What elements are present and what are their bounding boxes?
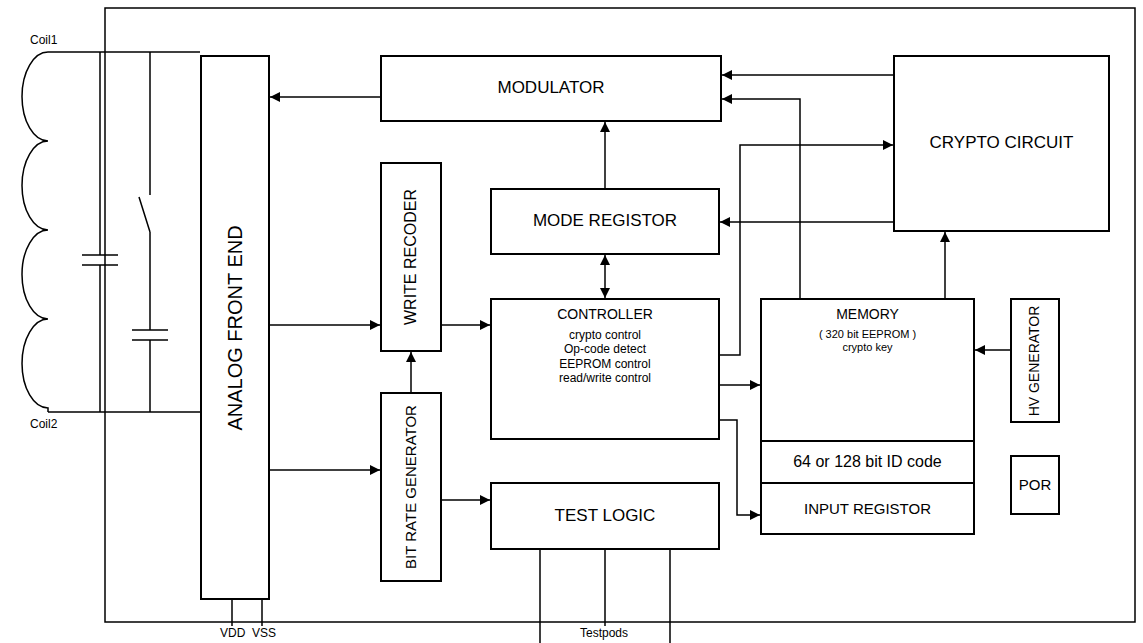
modulator-box: MODULATOR (380, 55, 722, 122)
box-label: MODULATOR (497, 78, 604, 98)
pin-label: VDD (220, 627, 245, 640)
box-label: INPUT REGISTOR (804, 500, 931, 518)
box-label: BIT RATE GENERATOR (403, 405, 420, 569)
controller-box: CONTROLLER crypto controlOp-code detectEE… (490, 298, 720, 440)
signal-arrow (975, 349, 1010, 351)
signal-arrow (720, 420, 760, 515)
box-label: ANALOG FRONT END (224, 225, 246, 430)
coil-wire (48, 52, 200, 412)
box-label: 64 or 128 bit ID code (793, 452, 942, 471)
box-label: HV GENERATOR (1027, 305, 1042, 416)
supply-wire (232, 600, 262, 626)
box-detail: Op-code detect (564, 342, 646, 356)
memory-box: MEMORY ( 320 bit EEPROM )crypto key (760, 298, 975, 442)
signal-arrow (270, 469, 380, 471)
testpod-wire (540, 550, 670, 643)
box-content: MEMORY ( 320 bit EEPROM )crypto key (762, 300, 973, 440)
box-detail: ( 320 bit EEPROM ) (819, 328, 916, 341)
box-label: MEMORY (836, 306, 899, 323)
box-detail: EEPROM control (559, 357, 650, 371)
box-label: MODE REGISTOR (533, 211, 677, 231)
signal-arrow (410, 352, 412, 392)
signal-arrow (720, 221, 893, 223)
switch-capacitor-symbol (132, 52, 168, 412)
box-content: CRYPTO CIRCUIT (895, 57, 1108, 230)
capacitor-symbol (82, 52, 118, 412)
box-label: TEST LOGIC (555, 506, 656, 526)
box-label: CRYPTO CIRCUIT (930, 133, 1074, 153)
test-logic-box: TEST LOGIC (490, 482, 720, 550)
antenna-coil (22, 52, 48, 412)
box-content: CONTROLLER crypto controlOp-code detectEE… (492, 300, 718, 438)
signal-arrow (720, 384, 760, 386)
generator-box: HV GENERATOR (1010, 298, 1060, 423)
crypto-box: CRYPTO CIRCUIT (893, 55, 1110, 232)
box-label: WRITE RECODER (402, 189, 420, 325)
register-box: INPUT REGISTOR (760, 482, 975, 535)
signal-arrow (442, 324, 490, 326)
box-detail: crypto key (842, 341, 892, 354)
box-content: MODULATOR (382, 57, 720, 120)
box-content: MODE REGISTOR (492, 190, 718, 253)
pin-label: VSS (252, 627, 276, 640)
terminal-label: Coil1 (30, 34, 57, 47)
signal-arrow (270, 96, 380, 98)
signal-arrow (944, 232, 946, 298)
generator-box: BIT RATE GENERATOR (380, 392, 442, 582)
terminal-label: Coil2 (30, 418, 57, 431)
signal-arrow (604, 255, 606, 298)
box-label: CONTROLLER (557, 306, 653, 323)
box-detail: crypto control (569, 328, 641, 342)
front-end-box: ANALOG FRONT END (200, 55, 270, 600)
id-code-box: 64 or 128 bit ID code (760, 440, 975, 484)
register-box: MODE REGISTOR (490, 188, 720, 255)
outline-wires (22, 8, 1135, 643)
signal-arrow (270, 324, 380, 326)
chip-outline (105, 8, 1135, 622)
box-label: POR (1019, 476, 1052, 494)
box-content: TEST LOGIC (492, 484, 718, 548)
signal-arrow (722, 99, 800, 298)
pin-label: Testpods (580, 627, 628, 640)
signal-arrow (722, 74, 893, 76)
por-box: POR (1010, 455, 1060, 515)
box-detail: read/write control (559, 371, 651, 385)
signal-arrow (442, 499, 490, 501)
box-content: POR (1012, 457, 1058, 513)
signal-arrow (604, 122, 606, 188)
recoder-box: WRITE RECODER (380, 162, 442, 352)
box-content: INPUT REGISTOR (762, 484, 973, 533)
box-content: 64 or 128 bit ID code (762, 442, 973, 482)
